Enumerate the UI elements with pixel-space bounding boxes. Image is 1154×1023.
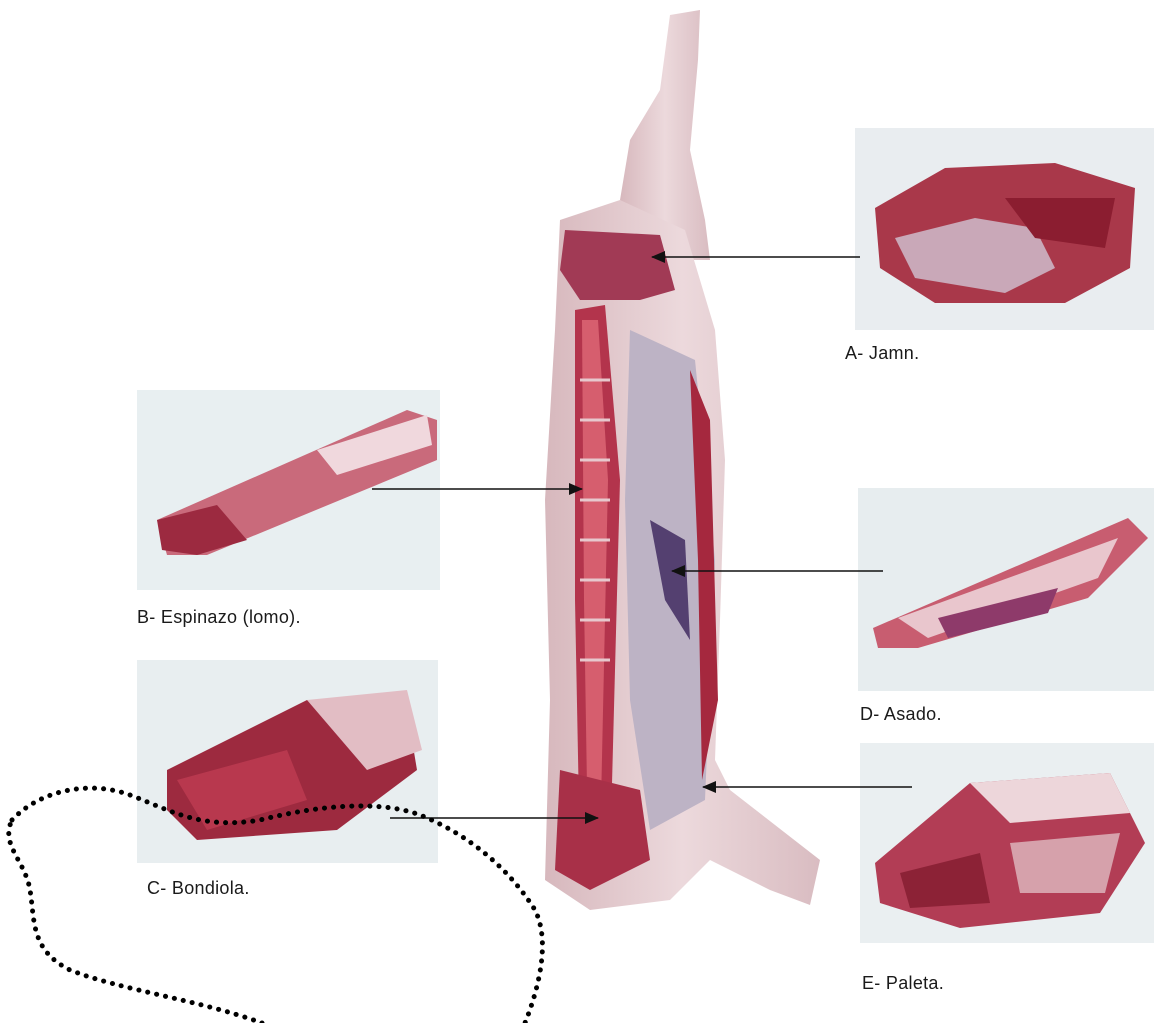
carcass-illustration (520, 0, 840, 1000)
label-e-shoulder: E- Paleta. (862, 973, 944, 994)
loin-photo (137, 390, 440, 590)
pork-half-carcass-image (520, 0, 840, 1000)
label-d-ribs: D- Asado. (860, 704, 942, 725)
ribs-photo (858, 488, 1154, 691)
label-b-loin: B- Espinazo (lomo). (137, 607, 301, 628)
label-a-ham: A- Jamn. (845, 343, 919, 364)
neck-photo (137, 660, 438, 863)
ham-photo (855, 128, 1154, 330)
label-c-neck: C- Bondiola. (147, 878, 250, 899)
shoulder-photo (860, 743, 1154, 943)
